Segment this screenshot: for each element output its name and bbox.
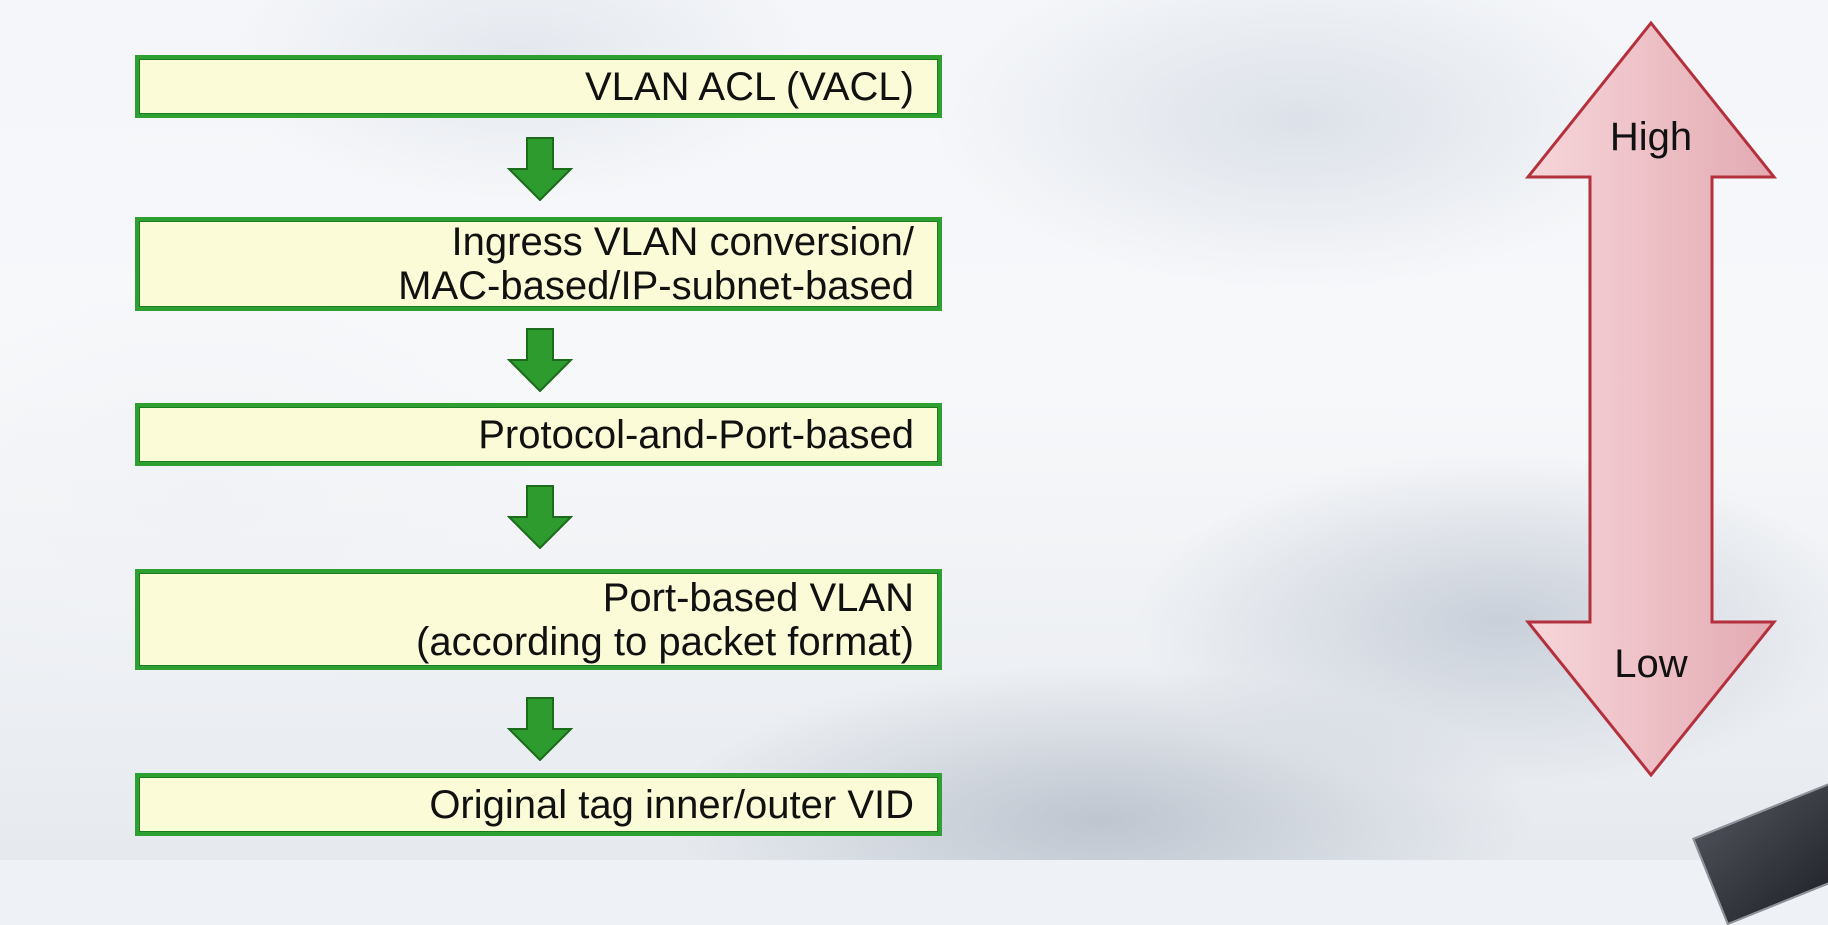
step-protocol-and-port-based: Protocol-and-Port-based <box>135 403 942 466</box>
step-label: Port-based VLAN (according to packet for… <box>416 575 914 664</box>
high-priority-label: High <box>1609 115 1693 159</box>
step-port-based-vlan: Port-based VLAN (according to packet for… <box>135 569 942 670</box>
step-label: VLAN ACL (VACL) <box>584 64 914 109</box>
step-label: Ingress VLAN conversion/ MAC-based/IP-su… <box>398 220 914 308</box>
step-vlan-acl: VLAN ACL (VACL) <box>135 55 942 118</box>
low-priority-label: Low <box>1614 642 1688 686</box>
step-label: Protocol-and-Port-based <box>478 412 914 457</box>
down-arrow-icon <box>507 697 573 761</box>
step-label: Original tag inner/outer VID <box>429 782 914 827</box>
down-arrow-icon <box>507 485 573 549</box>
down-arrow-icon <box>507 137 573 201</box>
step-ingress-vlan-conversion: Ingress VLAN conversion/ MAC-based/IP-su… <box>135 217 942 311</box>
priority-double-arrow-icon <box>1525 20 1777 778</box>
step-original-tag-vid: Original tag inner/outer VID <box>135 773 942 836</box>
down-arrow-icon <box>507 328 573 392</box>
